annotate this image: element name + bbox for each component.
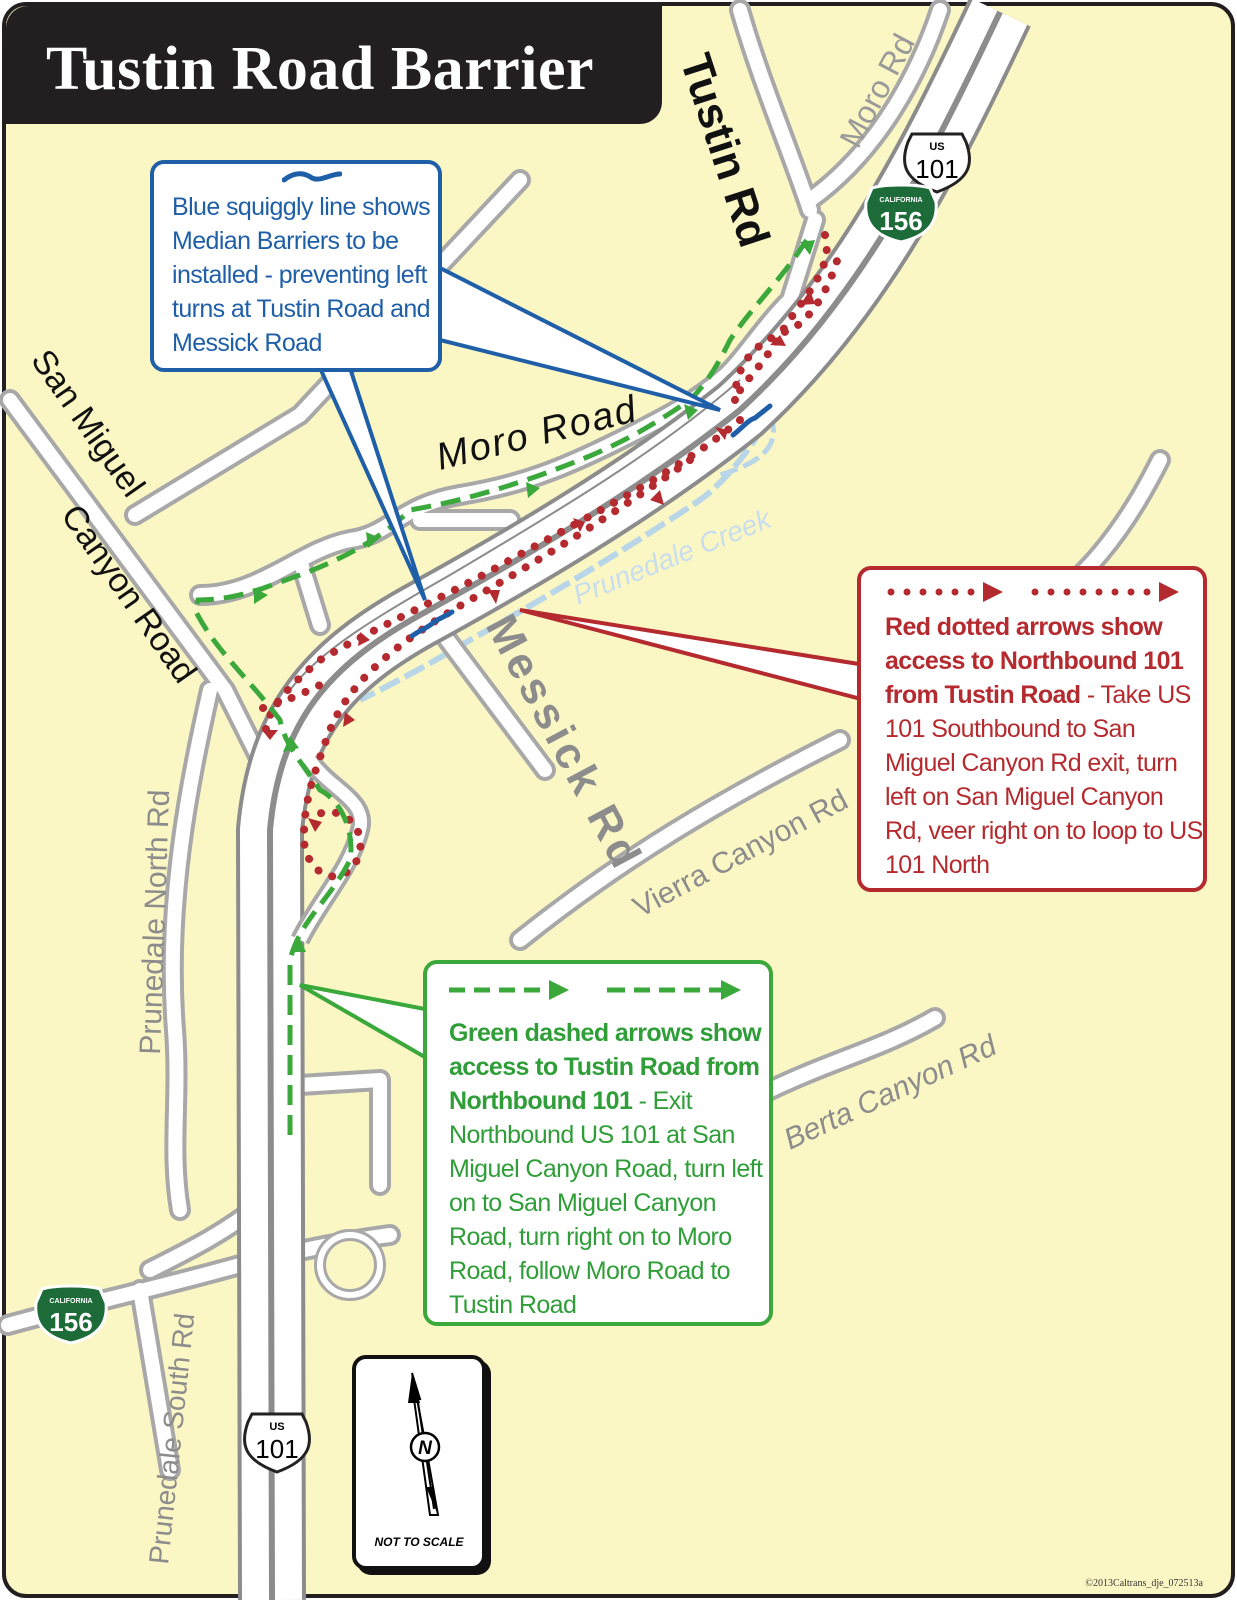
median-barriers: [409, 403, 773, 639]
not-to-scale-note: NOT TO SCALE: [374, 1535, 464, 1549]
green-dashed-arrow-icon: [449, 980, 741, 1000]
north-arrow-box: N NOT TO SCALE: [352, 1355, 486, 1570]
green-callout: Green dashed arrows show access to Tusti…: [423, 960, 773, 1326]
blue-callout-text: Blue squiggly line shows Median Barriers…: [172, 193, 431, 357]
us101-shield-south: US 101: [243, 1412, 311, 1474]
svg-text:156: 156: [49, 1307, 92, 1337]
red-callout-text: Red dotted arrows show access to Northbo…: [885, 613, 1203, 879]
blue-squiggle-icon: [282, 171, 342, 183]
green-arrowheads: [254, 240, 815, 952]
page-title: Tustin Road Barrier: [46, 35, 595, 103]
north-arrow-icon: N: [408, 1372, 441, 1516]
us101-shield-north: US 101: [903, 132, 971, 194]
ca156-shield-north: CALIFORNIA 156: [864, 183, 938, 244]
red-dotted-arrow-icon: [887, 582, 1179, 602]
svg-text:156: 156: [879, 206, 922, 236]
svg-text:CALIFORNIA: CALIFORNIA: [49, 1298, 92, 1305]
green-route: [192, 233, 813, 1135]
north-label: N: [418, 1438, 433, 1459]
svg-text:101: 101: [255, 1434, 298, 1464]
green-callout-text: Green dashed arrows show access to Tusti…: [449, 1019, 763, 1319]
svg-text:US: US: [929, 141, 944, 153]
svg-text:US: US: [269, 1421, 284, 1433]
title-bar: Tustin Road Barrier: [6, 6, 662, 124]
copyright-note: ©2013Caltrans_dje_072513a: [1085, 1578, 1203, 1589]
red-arrowheads: [262, 290, 815, 832]
red-route: [259, 231, 844, 881]
svg-text:101: 101: [915, 154, 958, 184]
red-callout: Red dotted arrows show access to Northbo…: [857, 566, 1207, 892]
blue-callout: Blue squiggly line shows Median Barriers…: [150, 160, 442, 372]
ca156-shield-south: CALIFORNIA 156: [34, 1284, 108, 1345]
svg-text:CALIFORNIA: CALIFORNIA: [879, 197, 922, 204]
callout-pointers: [299, 258, 867, 1064]
